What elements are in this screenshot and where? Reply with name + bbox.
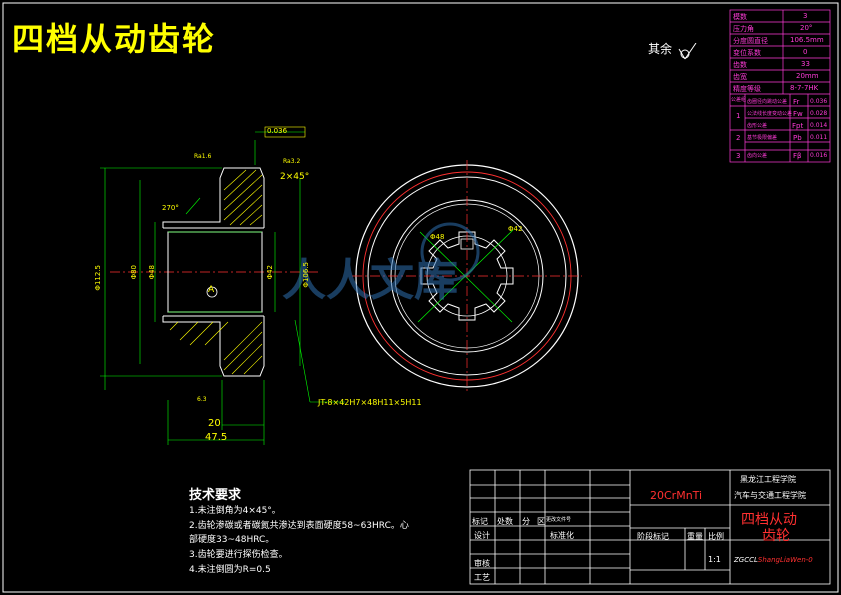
school-line-1: 黑龙江工程学院 <box>740 475 796 484</box>
rest-roughness-note: 其余 <box>648 40 702 59</box>
tech-requirement-item: 1.未注倒角为4×45°。 <box>189 506 281 516</box>
tol-group: 1 <box>736 112 741 120</box>
param-label: 齿数 <box>733 61 747 69</box>
tech-requirement-item: 4.未注倒圆为R=0.5 <box>189 565 271 575</box>
roughness-r1: Ra1.6 <box>194 153 212 160</box>
part-name-1: 四档从动 <box>741 512 797 528</box>
param-label: 分度圆直径 <box>733 37 768 45</box>
school-line-2: 汽车与交通工程学院 <box>734 491 806 500</box>
tooth-width-dim: 20 <box>208 418 221 429</box>
svg-text:人人文库: 人人文库 <box>282 255 458 306</box>
tb-standard-label: 标准化 <box>550 531 574 540</box>
tol-sym: Pb <box>793 134 802 142</box>
angle-dim: 270° <box>162 204 179 212</box>
param-value: 20mm <box>796 72 819 80</box>
bore-dia-dim: Φ48 <box>148 265 156 280</box>
total-width-dim: 47.5 <box>205 432 228 443</box>
watermark: 人人文库 <box>282 222 480 306</box>
part-name-2: 齿轮 <box>762 528 790 544</box>
tol-value: 0.036 <box>810 98 828 105</box>
section-view <box>100 126 345 445</box>
param-label: 压力角 <box>733 25 754 33</box>
tech-requirement-item: 部硬度33~48HRC。 <box>189 535 275 545</box>
spline-dia-2: Φ42 <box>508 225 523 233</box>
drawing-title: 四档从动齿轮 <box>12 20 217 58</box>
tb-count-label: 处数 <box>497 517 513 526</box>
tolerance-header: 公差组 <box>731 97 747 103</box>
tol-name: 基节极限偏差 <box>747 135 778 141</box>
tech-requirements-title: 技术要求 <box>189 488 242 503</box>
drawing-code: ZGCCLShangLiaWen-0 <box>734 556 813 564</box>
tb-stage-label: 阶段标记 <box>637 532 669 541</box>
tol-group: 2 <box>736 134 741 142</box>
datum-label: A <box>208 285 215 295</box>
tol-value: 0.016 <box>810 152 828 159</box>
scale-value: 1:1 <box>708 555 721 564</box>
tol-sym: Fw <box>793 110 803 118</box>
inner-dia-dim: Φ42 <box>266 265 274 280</box>
tol-name: 齿向公差 <box>747 153 768 159</box>
drawing-code-suffix: ShangLiaWen-0 <box>757 556 813 564</box>
tech-requirement-item: 3.齿轮要进行探伤检查。 <box>189 550 288 560</box>
tol-value: 0.011 <box>810 134 828 141</box>
param-table <box>729 9 831 163</box>
tb-process-label: 工艺 <box>474 573 490 582</box>
spline-dia-1: Φ48 <box>430 233 445 241</box>
rest-roughness-label: 其余 <box>648 42 673 56</box>
roughness-symbol-icon <box>678 42 697 59</box>
tol-name: 齿形公差 <box>747 123 768 129</box>
roughness-r2: Ra3.2 <box>283 158 301 165</box>
param-value: 3 <box>803 12 808 20</box>
param-value: 8-7-7HK <box>790 84 819 92</box>
chamfer-dim: 2×45° <box>280 172 310 182</box>
tb-weight-label: 重量 <box>687 532 703 541</box>
pitch-dia-dim: Φ106.5 <box>302 262 310 288</box>
tol-value: 0.028 <box>810 110 828 117</box>
tol-name: 齿圈径向跳动公差 <box>747 99 788 105</box>
material-label: 20CrMnTi <box>650 489 703 502</box>
tb-zone-label: 分 <box>522 517 530 526</box>
drawing-code-prefix: ZGCCL <box>734 556 758 564</box>
tb-doc-label: 更改文件号 <box>546 517 572 523</box>
tol-group: 3 <box>736 152 741 160</box>
param-value: 106.5mm <box>790 36 824 44</box>
param-value: 33 <box>801 60 810 68</box>
tb-mark-label: 标记 <box>472 517 488 526</box>
param-label: 精度等级 <box>733 85 761 93</box>
tb-zone2-label: 区 <box>537 517 545 526</box>
tol-name: 公法线长度变动公差 <box>747 111 793 117</box>
tb-review-label: 审核 <box>474 559 490 568</box>
tol-sym: Fr <box>793 98 800 106</box>
tb-scale-label: 比例 <box>708 532 724 541</box>
outer-dia-dim: Φ112.5 <box>94 265 102 291</box>
param-value: 20° <box>800 24 813 32</box>
front-view <box>352 160 582 392</box>
hub-dia-dim: Φ80 <box>130 265 138 280</box>
runout-value: 0.036 <box>267 127 288 135</box>
param-label: 变位系数 <box>733 49 761 57</box>
spline-spec: JT-8×42H7×48H11×5H11 <box>318 398 422 407</box>
title-block <box>469 469 831 585</box>
param-label: 齿宽 <box>733 73 747 81</box>
param-label: 模数 <box>733 13 747 21</box>
roughness-small: 6.3 <box>197 396 207 403</box>
tol-sym: Fpt <box>792 122 804 130</box>
tol-value: 0.014 <box>810 122 828 129</box>
tech-requirement-item: 2.齿轮渗碳或者碳氮共渗达到表面硬度58~63HRC。心 <box>189 521 409 531</box>
tol-sym: Fβ <box>793 152 802 160</box>
param-value: 0 <box>803 48 808 56</box>
tb-design-label: 设计 <box>474 531 490 540</box>
